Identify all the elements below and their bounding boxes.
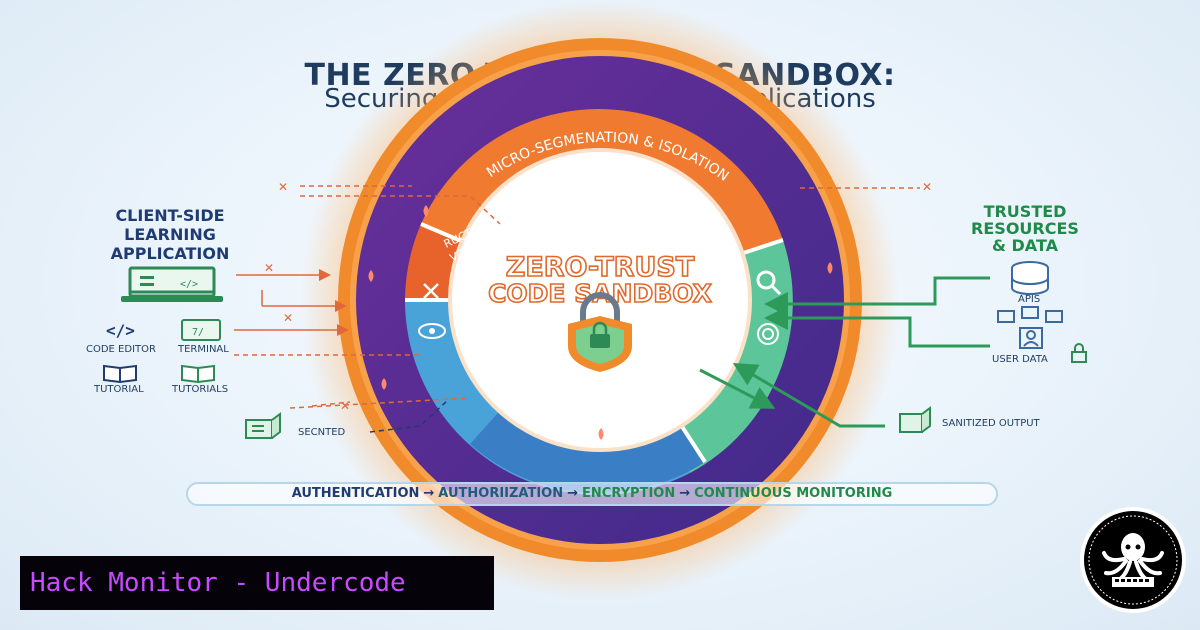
padlock-icon [568, 292, 632, 372]
sanitized-output-label: SANITIZED OUTPUT [942, 418, 1040, 429]
svg-text:7/: 7/ [192, 327, 204, 338]
blocked-connections-left [234, 185, 501, 409]
terminal-label: TERMINAL [178, 344, 229, 355]
center-core [450, 150, 750, 450]
flame-icon [381, 378, 387, 390]
pipeline-arrow: → [679, 486, 691, 501]
book-icon [181, 364, 215, 384]
trusted-heading-line-2: RESOURCES [971, 219, 1079, 238]
tutorials-label: TUTORIALS [172, 384, 229, 395]
pipeline-arrow: → [567, 486, 579, 501]
client-heading-line-1: CLIENT-SIDE [115, 206, 225, 225]
client-side-heading: CLIENT-SIDE LEARNING APPLICATION [70, 206, 270, 263]
flame-icon [423, 205, 429, 217]
trusted-heading-line-1: TRUSTED [983, 202, 1067, 221]
user-data-label: USER DATA [992, 354, 1048, 365]
package-icon [245, 412, 281, 439]
svg-text:</>: </> [106, 321, 135, 340]
book-icon [103, 364, 137, 384]
blocked-x-icon: ✕ [922, 180, 932, 194]
cross-arrows-icon [423, 283, 439, 299]
client-heading-line-3: APPLICATION [110, 244, 230, 263]
eye-icon [418, 323, 446, 339]
flame-icon [827, 262, 833, 274]
lock-small-icon [1071, 343, 1087, 363]
flame-icon [368, 270, 374, 282]
database-icon [1011, 261, 1049, 295]
pipeline-encryption: ENCRYPTION [582, 486, 676, 501]
svg-text:</>: </> [180, 279, 198, 290]
blocked-x-icon: ✕ [278, 180, 288, 194]
secured-link [369, 399, 449, 433]
blocked-x-icon: ✕ [340, 399, 350, 413]
brand-banner: Hack Monitor - Undercode [20, 556, 494, 610]
blocked-x-icon: ✕ [264, 261, 274, 275]
security-pipeline: AUTHENTICATION→AUTHORIIZATION→ENCRYPTION… [186, 482, 998, 506]
output-box-icon [899, 406, 931, 433]
code-editor-label: CODE EDITOR [86, 344, 156, 355]
secured-label: SECNTED [298, 427, 346, 438]
code-brackets-icon: </> [106, 321, 135, 340]
laptop-icon: </> [121, 266, 223, 302]
pipeline-arrow: → [423, 486, 435, 501]
trusted-heading-line-3: & DATA [992, 236, 1058, 255]
flame-icon [598, 428, 604, 440]
api-network-icon [997, 306, 1063, 323]
pipeline-authentication: AUTHENTICATION [291, 486, 420, 501]
octopus-logo-icon [1080, 507, 1186, 613]
terminal-icon: 7/ [181, 319, 221, 341]
client-heading-line-2: LEARNING [124, 225, 216, 244]
apis-label: APIS [1018, 294, 1041, 305]
trusted-resources-heading: TRUSTED RESOURCES & DATA [940, 203, 1110, 254]
tutorial-label: TUTORIAL [94, 384, 144, 395]
user-profile-icon [1019, 327, 1043, 349]
blocked-x-icon: ✕ [283, 311, 293, 325]
trusted-connections [699, 276, 990, 428]
pipeline-continuous-monitoring: CONTINUOUS MONITORING [694, 486, 893, 501]
pipeline-authorization: AUTHORIIZATION [438, 486, 564, 501]
center-title-line-1: ZERO-TRUST [506, 252, 695, 283]
